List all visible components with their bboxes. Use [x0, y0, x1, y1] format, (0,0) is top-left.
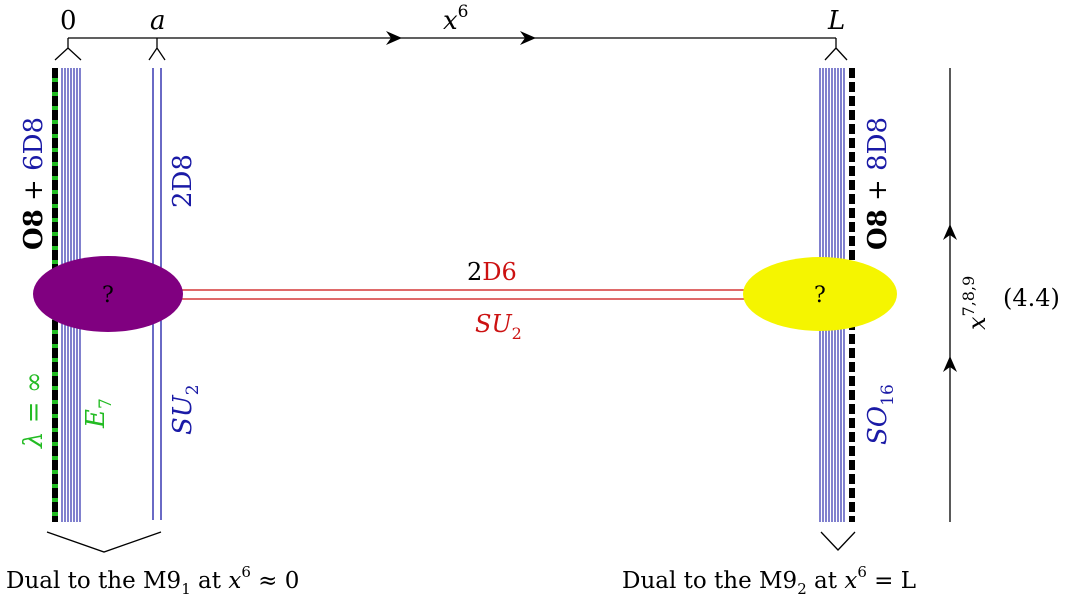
d6-pair-su2-label: SU2	[475, 310, 522, 343]
tick-label-0: 0	[60, 6, 77, 36]
x6-arrow-mid-left	[386, 31, 402, 45]
x789-arrow-upper	[943, 224, 957, 240]
x6-arrow-mid-right	[520, 31, 536, 45]
left-e7-label: E7	[81, 398, 116, 429]
right-blob	[743, 257, 897, 331]
left-blob-mark: ?	[102, 283, 114, 308]
d8-pair-label: 2D8	[168, 154, 198, 208]
d6-pair-label: 2D6	[467, 258, 517, 286]
tick-mark-0	[54, 38, 82, 61]
right-stack-label: O8 + 8D8	[863, 117, 893, 250]
left-caption: Dual to the M91 at x6 ≈ 0	[6, 563, 299, 596]
d8-pair-su2-label: SU2	[168, 384, 203, 435]
left-stack-label: O8 + 6D8	[19, 117, 49, 250]
tick-label-a: a	[150, 6, 166, 36]
tick-mark-L	[824, 38, 848, 61]
tick-mark-a	[148, 38, 166, 61]
right-caption: Dual to the M92 at x6 = L	[622, 563, 916, 596]
right-so16-label: SO16	[863, 384, 898, 445]
x789-arrow-lower	[943, 356, 957, 372]
left-blob	[33, 256, 183, 332]
right-caption-bracket	[820, 531, 856, 551]
tick-label-L: L	[827, 6, 845, 36]
equation-number: (4.4)	[1003, 284, 1060, 312]
d6-pair-lines	[180, 289, 800, 300]
x789-axis-label: x7,8,9	[959, 276, 991, 330]
left-caption-bracket	[46, 531, 162, 553]
x6-axis-label: x6	[443, 2, 469, 36]
right-blob-mark: ?	[814, 283, 826, 308]
left-lambda-label: λ = ∞	[19, 372, 49, 449]
